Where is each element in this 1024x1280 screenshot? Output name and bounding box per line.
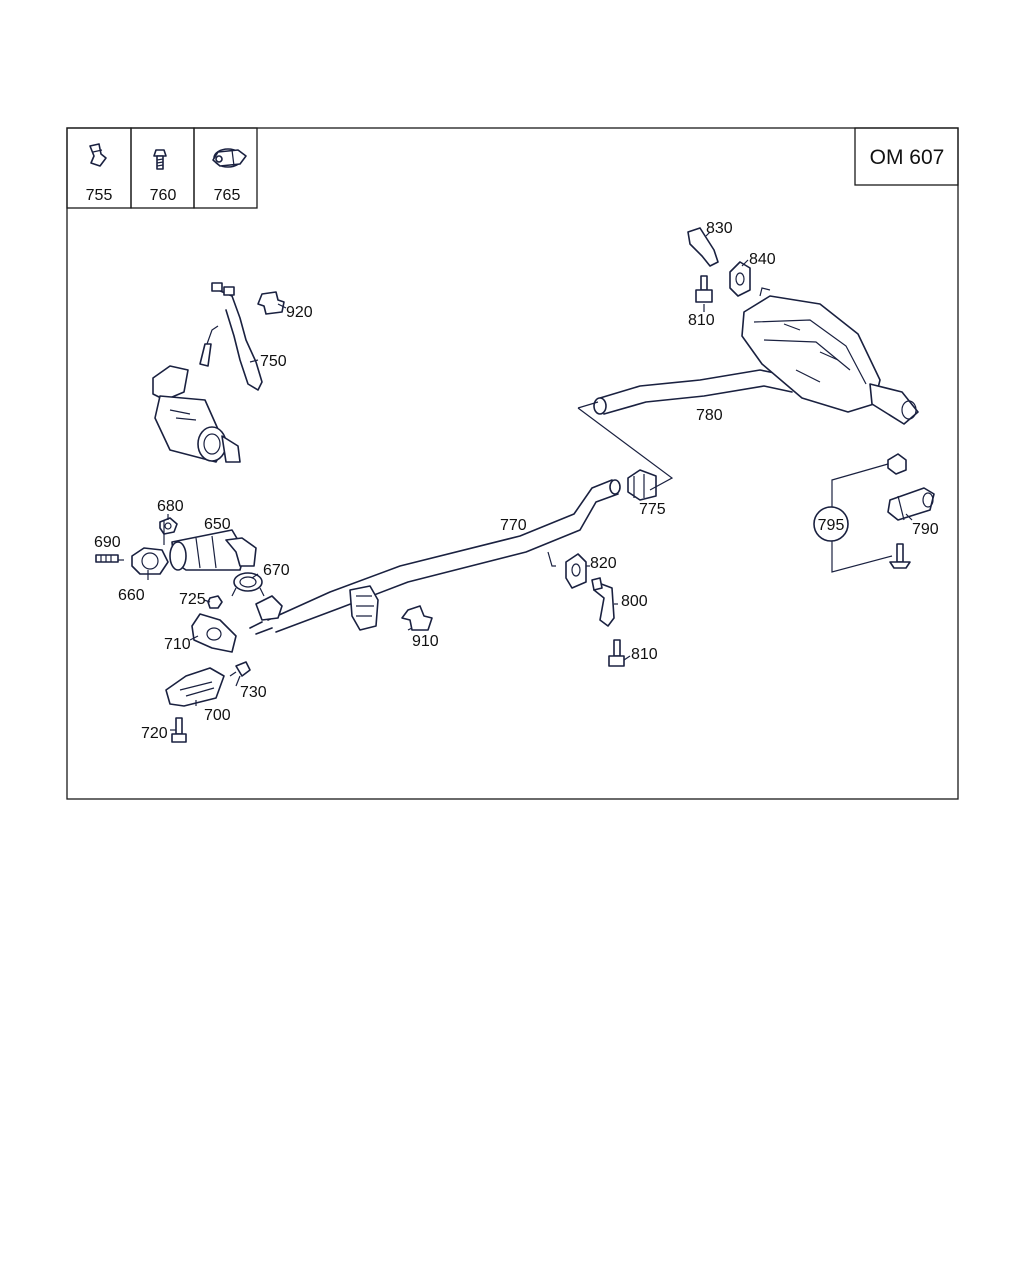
clip-icon bbox=[89, 143, 107, 167]
callout-670: 670 bbox=[263, 562, 290, 579]
callout-650: 650 bbox=[204, 516, 231, 533]
engine-badge-box bbox=[854, 127, 959, 186]
bolt-810b bbox=[608, 639, 625, 667]
bolt-720 bbox=[171, 717, 187, 743]
callout-710: 710 bbox=[164, 636, 191, 653]
callout-770: 770 bbox=[500, 517, 527, 534]
hanger-830 bbox=[687, 227, 719, 267]
screw-795 bbox=[889, 543, 911, 569]
callout-780: 780 bbox=[696, 407, 723, 424]
clamp-icon bbox=[212, 148, 247, 168]
callout-750: 750 bbox=[260, 353, 287, 370]
intermediate-pipe-770 bbox=[249, 479, 621, 635]
bracket-800 bbox=[591, 577, 615, 627]
clip-795 bbox=[887, 453, 907, 475]
rear-muffler bbox=[741, 287, 919, 425]
callout-820: 820 bbox=[590, 555, 617, 572]
callout-830: 830 bbox=[706, 220, 733, 237]
clamp-assembly-910 bbox=[349, 585, 379, 631]
legend-number-760: 760 bbox=[150, 187, 177, 204]
clamp-670 bbox=[231, 572, 265, 597]
engine-badge: OM 607 bbox=[870, 146, 945, 169]
callout-labels: 920 750 830 840 810 780 775 770 680 650 … bbox=[94, 220, 939, 742]
callout-730: 730 bbox=[240, 684, 267, 701]
diesel-particulate-filter bbox=[152, 325, 241, 463]
callout-800: 800 bbox=[621, 593, 648, 610]
diagram-frame bbox=[66, 127, 959, 800]
callout-660: 660 bbox=[118, 587, 145, 604]
flange-660 bbox=[131, 547, 169, 575]
clamp-775 bbox=[627, 469, 657, 501]
callout-910: 910 bbox=[412, 633, 439, 650]
stud-690 bbox=[95, 554, 119, 563]
callout-690: 690 bbox=[94, 534, 121, 551]
callout-700: 700 bbox=[204, 707, 231, 724]
cable-tie-910 bbox=[401, 605, 433, 631]
callout-810a: 810 bbox=[688, 312, 715, 329]
legend-number-765: 765 bbox=[214, 187, 241, 204]
nut-725 bbox=[207, 595, 223, 609]
cable-tie-910-920 bbox=[257, 291, 285, 315]
screw-730 bbox=[229, 661, 251, 677]
legend: 755 760 765 bbox=[66, 127, 258, 209]
callout-795: 795 bbox=[818, 517, 845, 534]
bracket-710 bbox=[191, 613, 237, 653]
callout-725: 725 bbox=[179, 591, 206, 608]
hanger-rubber-820 bbox=[547, 551, 587, 589]
bolt-icon bbox=[153, 149, 167, 170]
tailpipe-trim-790 bbox=[887, 487, 935, 521]
gasket-680 bbox=[159, 517, 178, 535]
callout-720: 720 bbox=[141, 725, 168, 742]
callout-810b: 810 bbox=[631, 646, 658, 663]
bolt-810a bbox=[695, 275, 713, 303]
front-pipe-650 bbox=[169, 529, 257, 571]
callout-920: 920 bbox=[286, 304, 313, 321]
leader-lines bbox=[118, 231, 913, 731]
callout-circle-795 bbox=[813, 506, 849, 542]
hanger-rubber-840 bbox=[729, 261, 751, 297]
rear-pipe-780 bbox=[593, 369, 793, 415]
heat-shield-700 bbox=[165, 667, 225, 707]
temperature-sensor-cable bbox=[211, 282, 263, 391]
callout-840: 840 bbox=[749, 251, 776, 268]
legend-number-755: 755 bbox=[86, 187, 113, 204]
callout-775: 775 bbox=[639, 501, 666, 518]
callout-680: 680 bbox=[157, 498, 184, 515]
callout-790: 790 bbox=[912, 521, 939, 538]
